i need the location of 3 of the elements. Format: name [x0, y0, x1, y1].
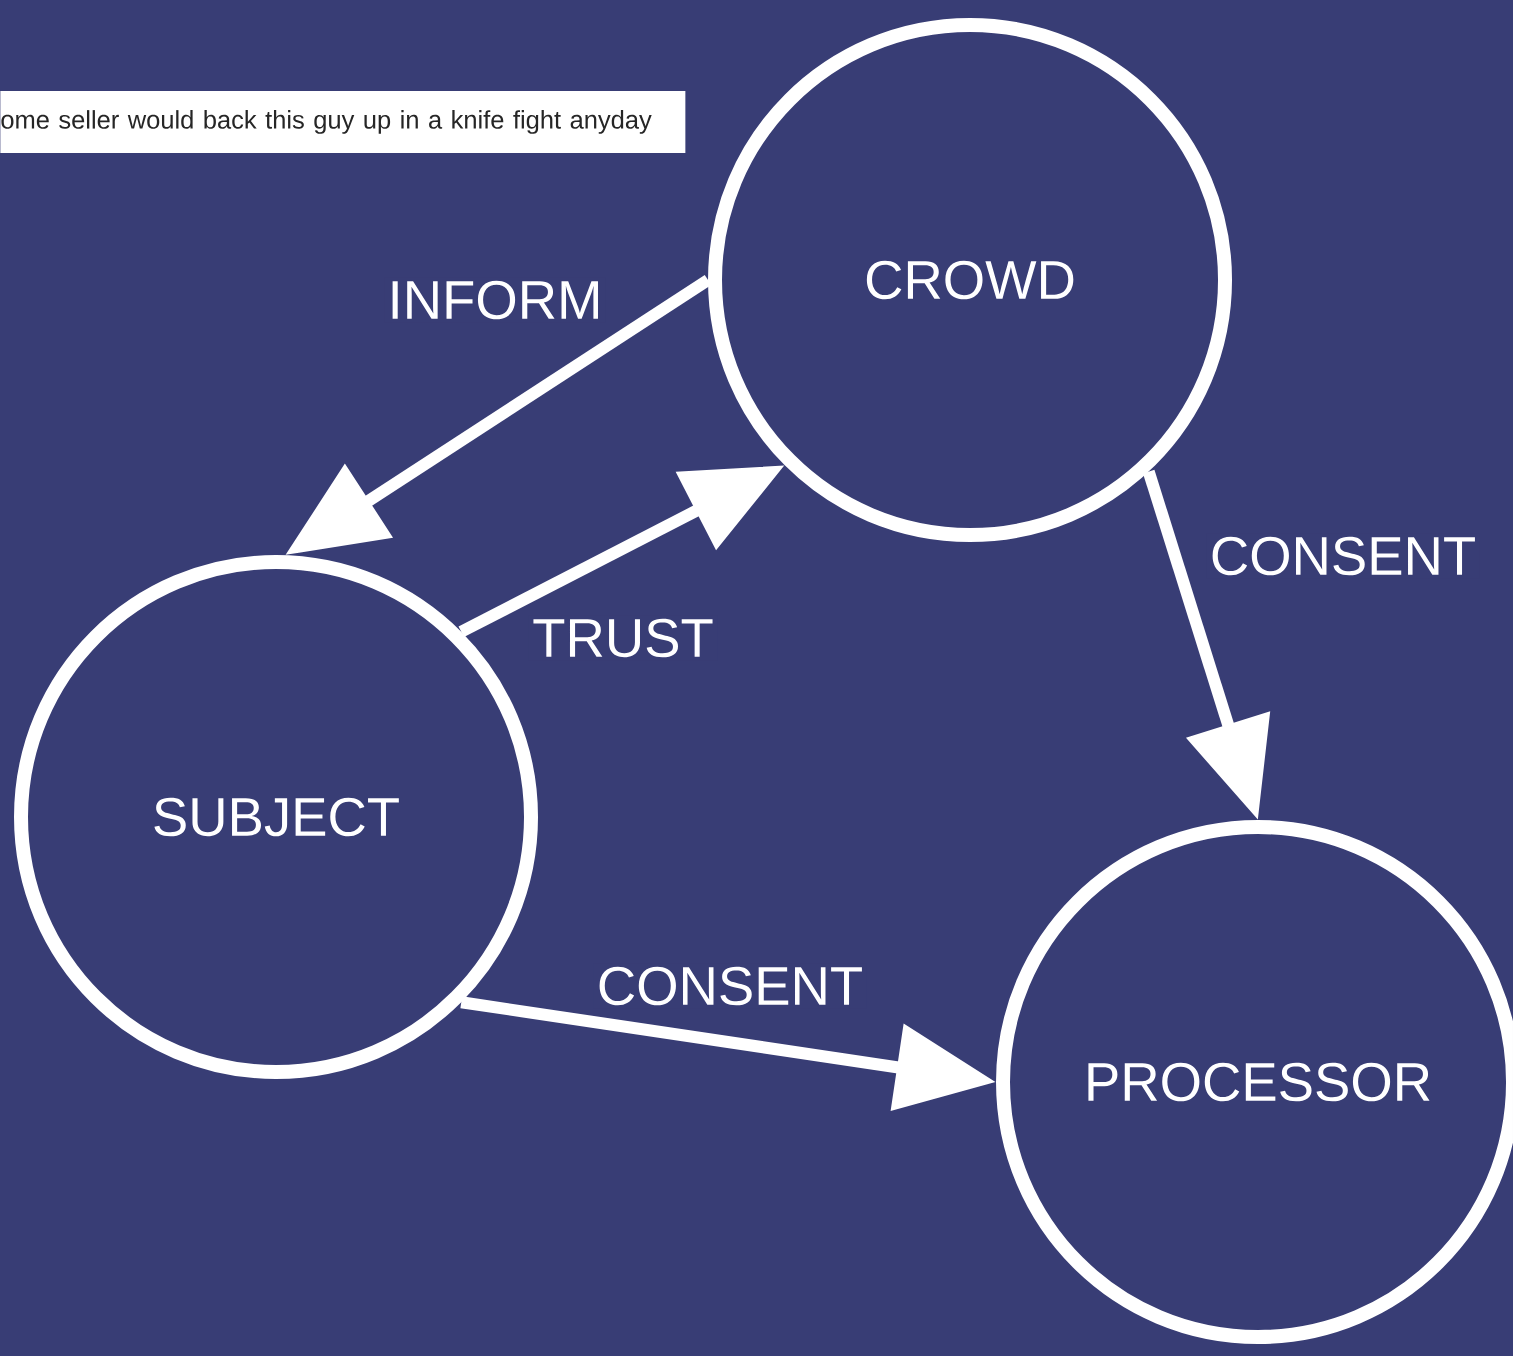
note-box: ome seller would back this guy up in a knife fight anyday	[0, 91, 686, 153]
edge-label: CONSENT	[593, 963, 867, 1009]
edge-label: INFORM	[384, 277, 606, 323]
